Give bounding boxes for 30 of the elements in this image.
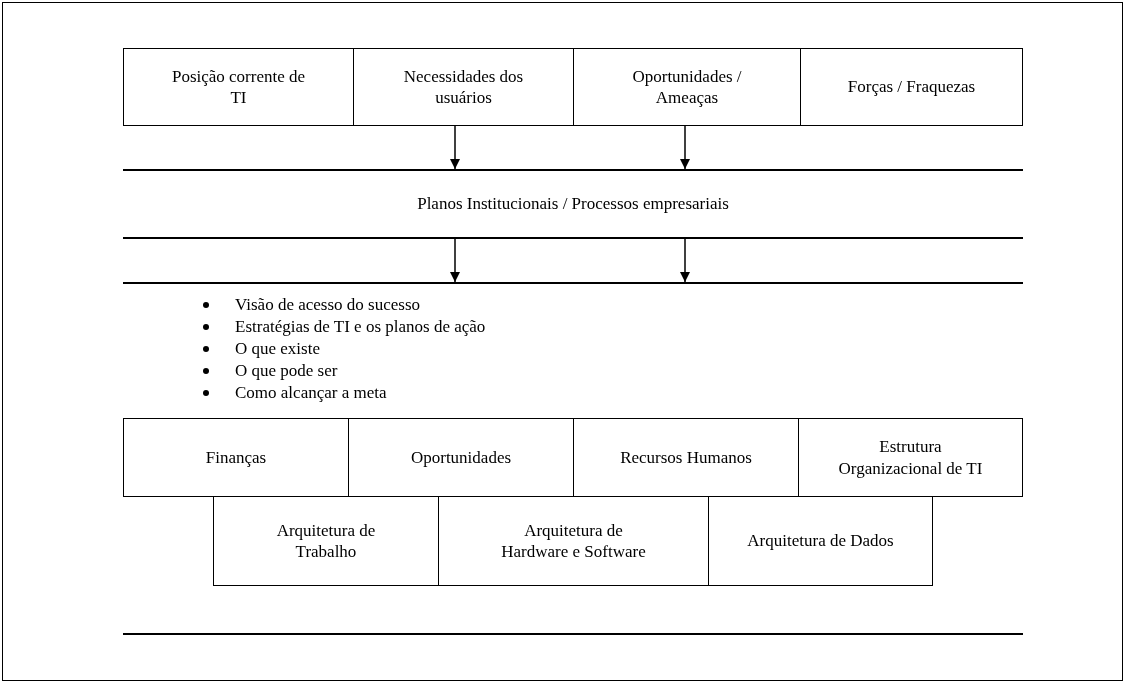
box-label: Finanças (205, 446, 267, 469)
process-box (798, 418, 1023, 497)
box-label: Arquitetura de Trabalho (275, 519, 377, 563)
box-label: Oportunidades / Ameaças (631, 65, 743, 109)
box-label: Arquitetura de Hardware e Software (500, 519, 647, 563)
box-label: Arquitetura de Dados (747, 530, 894, 552)
arrow (679, 125, 691, 170)
process-box (573, 48, 801, 126)
box-label: Estrutura Organizacional de TI (837, 436, 984, 479)
bullet-item: Visão de acesso do sucesso (235, 294, 420, 316)
arrow (449, 125, 461, 170)
process-box (123, 418, 349, 497)
bullet-item: Como alcançar a meta (235, 382, 387, 404)
arrow (449, 238, 461, 283)
process-box (213, 496, 439, 586)
box-label: Forças / Fraquezas (847, 76, 976, 98)
arrow (679, 238, 691, 283)
box-label: Planos Institucionais / Processos empresariais (417, 194, 729, 214)
box-label: Necessidades dos usuários (402, 65, 525, 109)
process-box (353, 48, 574, 126)
bullet-item: Estratégias de TI e os planos de ação (235, 316, 486, 338)
band (123, 169, 1023, 239)
process-box (123, 48, 354, 126)
box-label: Oportunidades (410, 446, 512, 469)
bullet-item: O que pode ser (235, 360, 338, 382)
box-label: Posição corrente de TI (170, 65, 307, 109)
bullet-item: O que existe (235, 338, 320, 360)
box-label: Recursos Humanos (620, 446, 752, 469)
process-box (800, 48, 1023, 126)
process-box (708, 496, 933, 586)
